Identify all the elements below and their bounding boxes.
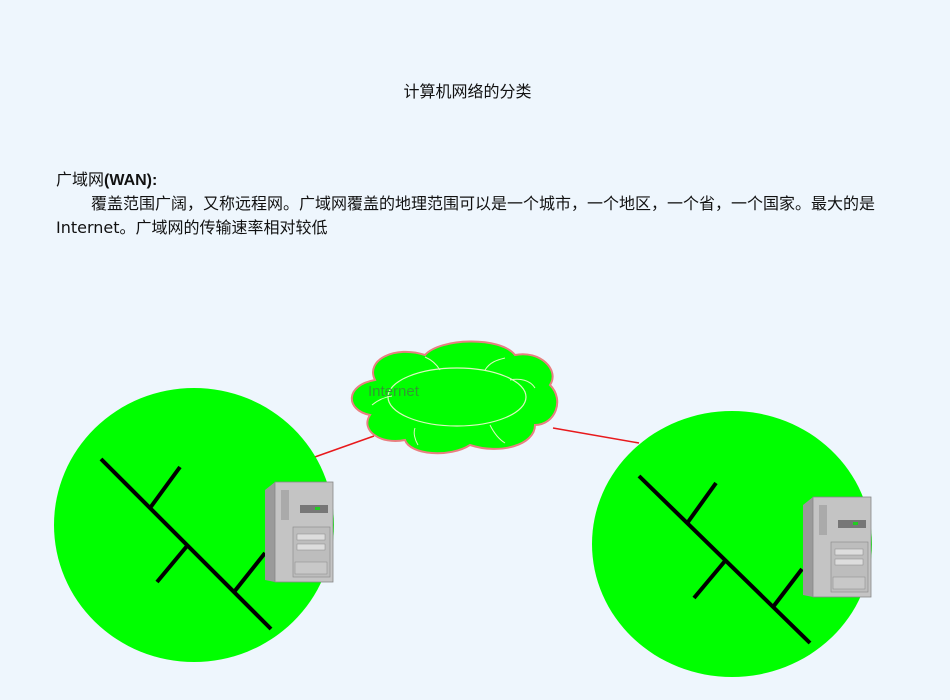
server-left-icon	[265, 481, 334, 583]
cloud-label: Internet	[368, 383, 420, 400]
heading-en: (WAN):	[104, 172, 158, 189]
wan-description: 覆盖范围广阔，又称远程网。广域网覆盖的地理范围可以是一个城市，一个地区，一个省，…	[56, 194, 876, 237]
lan-right	[592, 411, 872, 677]
bus-topology-right-icon	[637, 474, 812, 645]
bus-topology-left-icon	[99, 457, 273, 631]
internet-cloud: Internet	[350, 340, 559, 455]
link-left	[311, 435, 375, 459]
heading-cn: 广域网	[56, 170, 105, 189]
network-circle-right	[592, 411, 872, 677]
server-right-icon	[803, 496, 872, 598]
lan-left	[54, 388, 334, 662]
slide-title: 计算机网络的分类	[403, 82, 532, 101]
network-circle-left	[54, 388, 334, 662]
link-right	[552, 427, 640, 444]
section-heading: 广域网(WAN):	[56, 166, 157, 190]
